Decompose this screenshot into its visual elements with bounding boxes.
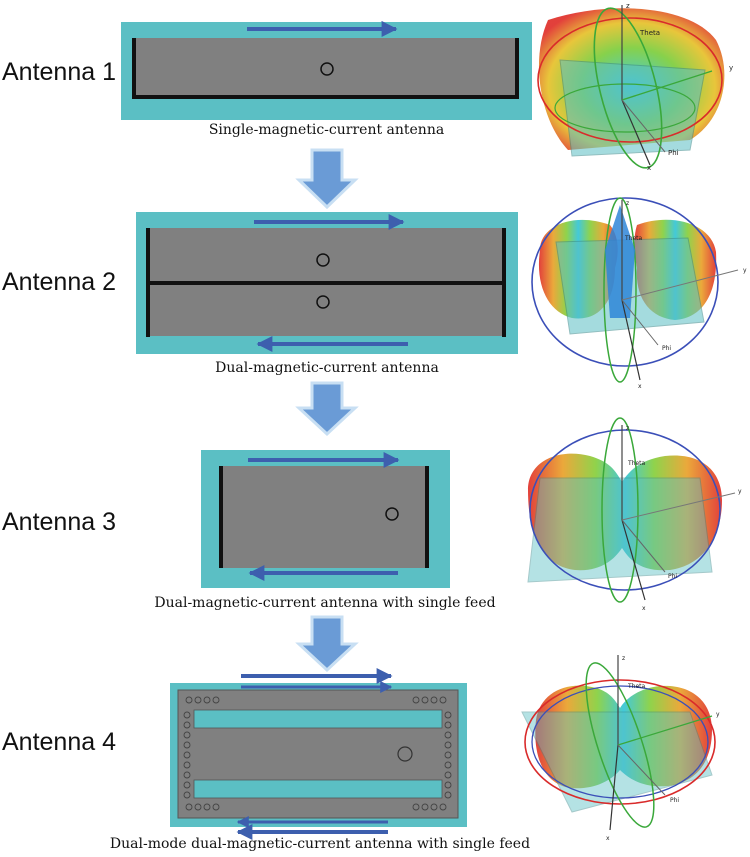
via [183,741,191,749]
shorting-vias [183,696,452,811]
svg-text:Theta: Theta [624,235,643,242]
antenna-4-caption: Dual-mode dual-magnetic-current antenna … [109,836,531,852]
x-axis-label: x [647,164,651,172]
antenna-3-layout [201,450,450,588]
antenna-1-caption: Single-magnetic-current antenna [208,122,445,138]
via [185,803,193,811]
via [183,711,191,719]
via [444,791,452,799]
via [412,696,420,704]
y-axis-label: y [729,64,733,72]
via [444,761,452,769]
svg-text:Theta: Theta [627,460,646,467]
feed-point-bottom [316,295,330,309]
down-arrow-2 [295,381,359,437]
svg-text:z: z [626,200,629,207]
via [430,696,438,704]
phi-label: Phi [668,149,679,157]
radiation-pattern-3: z y x Phi Theta [527,417,742,612]
feed-point [385,507,399,521]
svg-text:z: z [622,655,625,662]
svg-text:y: y [716,711,720,718]
antenna-1-label: Antenna 1 [2,58,116,86]
radiation-pattern-2: z y x Phi Theta [531,197,747,390]
antenna-4-label: Antenna 4 [2,728,116,756]
radiation-pattern-4: z y x Phi Theta [521,655,720,842]
via [183,721,191,729]
down-arrow-3 [295,615,359,673]
antenna-2-caption: Dual-magnetic-current antenna [215,360,439,376]
svg-text:Phi: Phi [670,797,679,804]
svg-text:Phi: Phi [668,573,677,580]
z-axis-label: z [626,2,630,10]
via [421,803,429,811]
svg-text:z: z [626,425,629,432]
via [444,721,452,729]
radiation-pattern-1: z y x Phi Theta [537,2,733,172]
via [444,751,452,759]
via [194,803,202,811]
via [185,696,193,704]
via [212,696,220,704]
antenna-2-layout [136,212,518,354]
via [183,731,191,739]
svg-text:x: x [642,605,646,612]
antenna-3-caption: Dual-magnetic-current antenna with singl… [154,595,496,611]
svg-text:x: x [606,835,610,842]
theta-label: Theta [639,29,660,37]
via [421,696,429,704]
via [183,761,191,769]
antenna-2-label: Antenna 2 [2,268,116,296]
slot-top [193,709,443,729]
via [203,803,211,811]
via [203,696,211,704]
via [183,751,191,759]
via [183,781,191,789]
antenna-3-label: Antenna 3 [2,508,116,536]
svg-text:y: y [743,267,747,274]
via [444,741,452,749]
svg-text:Theta: Theta [627,683,646,690]
via [444,731,452,739]
svg-text:y: y [738,488,742,495]
via [183,771,191,779]
svg-text:x: x [638,383,642,390]
svg-text:Phi: Phi [662,345,671,352]
via [444,781,452,789]
via [430,803,438,811]
antenna-4-layout [170,668,467,840]
via [439,803,447,811]
via [444,771,452,779]
via [444,711,452,719]
via [183,791,191,799]
down-arrow-1 [295,148,359,210]
slot-bottom [193,779,443,799]
feed-point-top [316,253,330,267]
via [194,696,202,704]
feed-point [397,746,413,762]
via [212,803,220,811]
via [439,696,447,704]
via [412,803,420,811]
